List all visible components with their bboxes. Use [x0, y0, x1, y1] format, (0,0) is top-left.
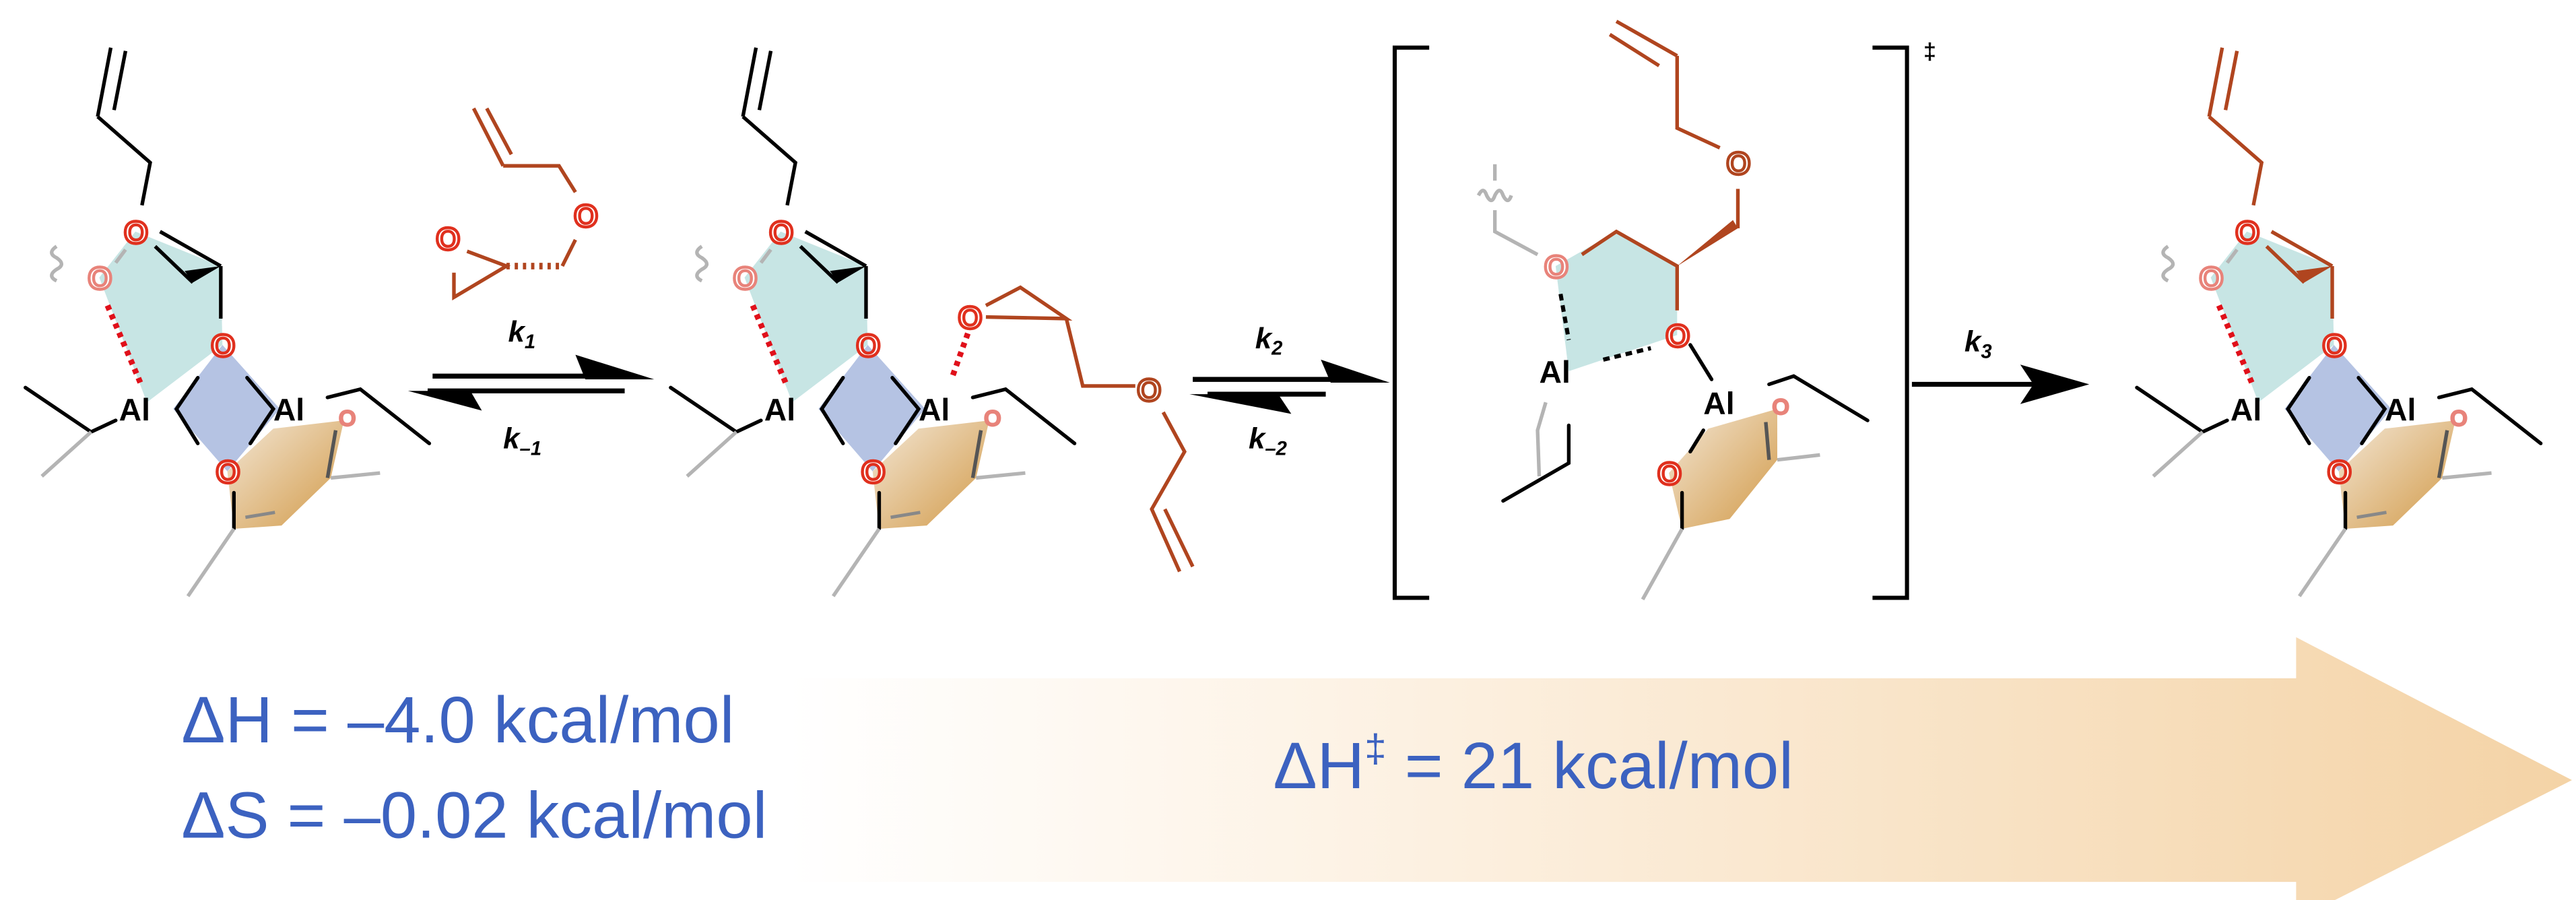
enthalpy-label: ΔH = –4.0 kcal/mol	[181, 683, 734, 757]
left-bracket	[1392, 45, 1430, 600]
catalyst-epoxide-complex	[671, 48, 1075, 596]
activation-enthalpy-label: ΔH‡ = 21 kcal/mol	[1274, 727, 1793, 802]
catalyst-product-complex	[2137, 48, 2541, 596]
equilibrium-arrow-k2: k2 k–2	[1189, 322, 1390, 460]
oxygen-label: O	[1773, 394, 1789, 418]
rate-constant-k-minus-2: k–2	[1249, 422, 1287, 460]
oxygen-label: O	[574, 198, 598, 233]
oxygen-label: O	[958, 300, 982, 335]
oxygen-label: O	[1137, 373, 1161, 408]
right-bracket	[1872, 45, 1909, 600]
entropy-label: ΔS = –0.02 kcal/mol	[181, 778, 767, 851]
coordinated-epoxide: O O	[948, 285, 1195, 573]
oxygen-label: O	[436, 222, 460, 257]
transition-state-structure: Al Al O O O O O	[1476, 20, 1870, 601]
oxygen-label: O	[1544, 249, 1568, 284]
aluminum-label: Al	[1703, 385, 1734, 420]
rate-constant-k3: k3	[1964, 325, 1992, 363]
oxygen-label: O	[1665, 318, 1690, 353]
transition-state-mark: ‡	[1923, 39, 1936, 65]
oxygen-label: O	[1726, 146, 1750, 181]
oxygen-label: O	[1657, 456, 1682, 491]
reaction-progress-arrow	[789, 637, 2572, 900]
rate-constant-k2: k2	[1255, 322, 1283, 360]
rate-constant-k1: k1	[508, 315, 535, 353]
allyl-glycidyl-ether-reagent: O O	[434, 107, 599, 300]
aluminum-label: Al	[1540, 354, 1571, 389]
forward-arrow-k3: k3	[1911, 325, 2090, 404]
rate-constant-k-minus-1: k–1	[503, 422, 541, 460]
catalyst-dimer-resting-state	[26, 48, 430, 596]
equilibrium-arrow-k1: k1 k–1	[407, 315, 655, 460]
